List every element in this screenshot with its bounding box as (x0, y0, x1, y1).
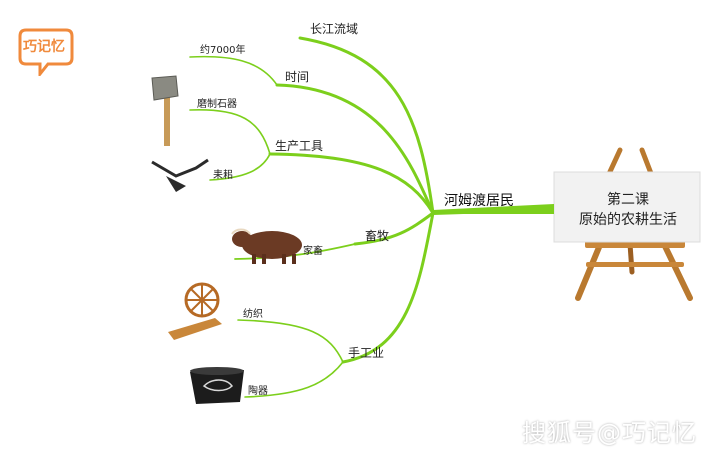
branch-tools-label: 生产工具 (275, 139, 324, 153)
branch-region-label: 长江流域 (310, 22, 359, 36)
easel-illustration (553, 147, 701, 301)
branch-time-label: 时间 (285, 70, 310, 84)
craft-sub-pottery-label: 陶器 (248, 386, 268, 397)
branch-craft-label: 手工业 (348, 346, 385, 360)
logo: 巧记忆 (18, 28, 74, 79)
speech-bubble-logo-icon (18, 28, 74, 79)
tools-sub-stone-label: 磨制石器 (197, 99, 237, 110)
branch-lines (189, 36, 435, 398)
craft-sub-textile-label: 纺织 (243, 309, 263, 320)
board-line-2: 原始的农耕生活 (579, 212, 677, 228)
board-line-1: 第二课 (607, 192, 649, 208)
board-title: 第二课 原始的农耕生活 (558, 190, 698, 230)
logo-text: 巧记忆 (23, 39, 65, 55)
stone-axe-illustration (151, 75, 179, 146)
buffalo-illustration (231, 228, 302, 264)
livestock-sub-label: 家畜 (303, 246, 323, 257)
plough-illustration (151, 158, 209, 192)
watermark: 搜狐号@巧记忆 (522, 419, 697, 447)
branch-livestock-label: 畜牧 (365, 229, 390, 243)
center-node-label: 河姆渡居民 (444, 193, 514, 209)
spinning-wheel-illustration (168, 282, 222, 340)
tools-sub-plough-label: 耒耜 (213, 170, 233, 181)
pottery-illustration (190, 367, 244, 404)
center-underline (432, 208, 526, 215)
time-sub-label: 约7000年 (200, 45, 246, 56)
